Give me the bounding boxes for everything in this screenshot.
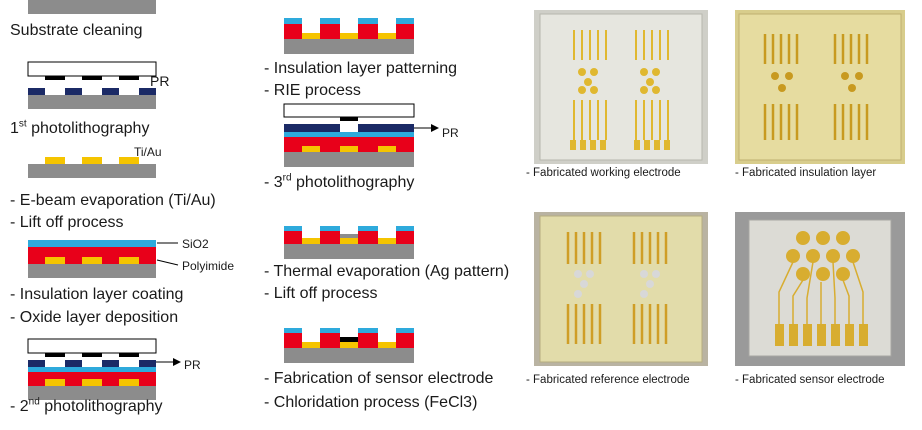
photo-working-electrode xyxy=(534,10,708,164)
step-ebeam: - E-beam evaporation (Ti/Au) xyxy=(10,192,216,209)
photo-reference-electrode xyxy=(534,212,708,366)
step-photolithography-2: - 2nd photolithography xyxy=(10,396,163,415)
label-pr-2: PR xyxy=(184,358,201,372)
tiau-stack xyxy=(28,157,156,178)
label-pr-3: PR xyxy=(442,126,459,140)
ag-pattern-stack xyxy=(284,226,414,259)
photo-sensor-electrode xyxy=(735,212,905,366)
step-oxide-deposition: - Oxide layer deposition xyxy=(10,309,179,326)
step-liftoff-2: - Lift off process xyxy=(264,285,378,302)
caption-working-electrode: - Fabricated working electrode xyxy=(526,167,681,179)
rie-stack xyxy=(284,18,414,54)
substrate-stack xyxy=(28,0,156,14)
step-liftoff-1: - Lift off process xyxy=(10,214,124,231)
label-sio2: SiO2 xyxy=(182,237,209,251)
label-tiau: Ti/Au xyxy=(134,145,162,159)
step-photolithography-3: - 3rd photolithography xyxy=(264,172,415,191)
step-sensor-electrode: - Fabrication of sensor electrode xyxy=(264,370,494,387)
sensor-electrode-stack xyxy=(284,328,414,363)
insulation-oxide-stack xyxy=(28,240,179,278)
step-rie: - RIE process xyxy=(264,82,361,99)
step-thermal-evaporation: - Thermal evaporation (Ag pattern) xyxy=(264,263,510,280)
step-substrate-cleaning: Substrate cleaning xyxy=(10,22,143,39)
label-pr-1: PR xyxy=(150,73,170,89)
photolithography-3-stack xyxy=(283,103,439,167)
label-polyimide: Polyimide xyxy=(182,259,235,273)
photolithography-1-stack xyxy=(27,61,157,109)
photo-insulation-layer xyxy=(735,10,905,164)
photolithography-2-stack xyxy=(27,338,181,400)
step-chloridation: - Chloridation process (FeCl3) xyxy=(264,394,478,411)
step-insulation-coating: - Insulation layer coating xyxy=(10,286,184,303)
caption-sensor-electrode: - Fabricated sensor electrode xyxy=(735,374,885,386)
caption-insulation-layer: - Fabricated insulation layer xyxy=(735,167,877,179)
caption-reference-electrode: - Fabricated reference electrode xyxy=(526,374,690,386)
step-photolithography-1: 1st photolithography xyxy=(10,118,150,137)
step-insulation-patterning: - Insulation layer patterning xyxy=(264,60,457,77)
